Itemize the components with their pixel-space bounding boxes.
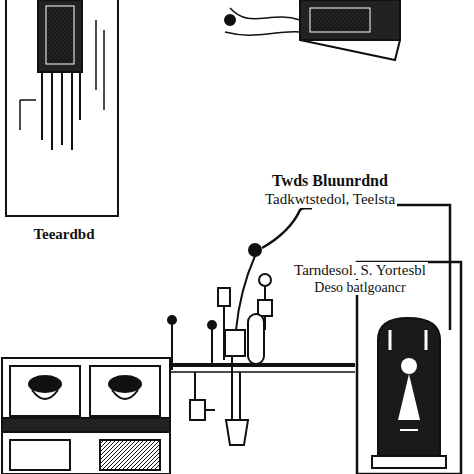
basin-machine xyxy=(2,358,170,474)
label-text: Teeardbd xyxy=(31,226,96,243)
label-text: Deso batlgoancr xyxy=(312,280,407,295)
label-text: Tarndesol. S. Yortesbl xyxy=(292,262,428,279)
left-panel xyxy=(6,0,118,216)
top-device xyxy=(225,0,400,60)
label-text: Twds Bluunrdnd xyxy=(270,172,390,190)
label-text: Tadkwtstedol, Teelsta xyxy=(263,191,397,208)
